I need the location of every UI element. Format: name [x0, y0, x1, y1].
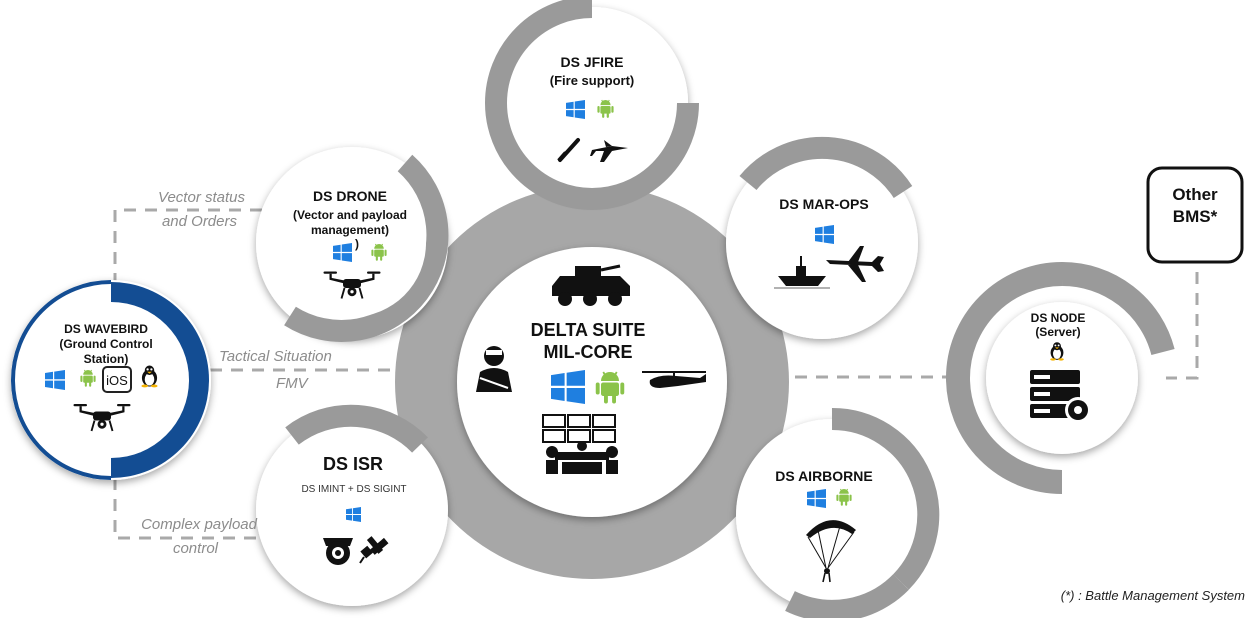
satellite-icon	[359, 536, 389, 564]
drone-title: DS DRONE	[313, 188, 387, 204]
boat-icon	[774, 256, 830, 289]
label-control: control	[173, 540, 219, 557]
node-wavebird[interactable]: DS WAVEBIRD (Ground Control Station) iOS	[11, 280, 211, 480]
label-complex-payload: Complex payload	[141, 516, 258, 533]
node-title: DS NODE	[1031, 311, 1086, 325]
ios-icon: iOS	[102, 366, 132, 393]
node-airborne[interactable]: DS AIRBORNE	[736, 407, 940, 618]
label-tactical-situation: Tactical Situation	[219, 348, 332, 365]
label-and-orders: and Orders	[162, 213, 238, 230]
parachute-icon	[806, 520, 856, 583]
label-vector-status: Vector status	[158, 189, 245, 206]
node-subtitle: (Server)	[1035, 325, 1080, 339]
other-bms-line1: Other	[1172, 185, 1218, 204]
label-fmv: FMV	[276, 375, 310, 392]
drone-subtitle-1: (Vector and payload	[293, 208, 407, 222]
wavebird-title: DS WAVEBIRD	[64, 322, 148, 336]
helicopter-icon	[642, 371, 706, 388]
other-bms-line2: BMS*	[1173, 207, 1218, 226]
isr-title: DS ISR	[323, 454, 383, 474]
center-title-1: DELTA SUITE	[531, 320, 646, 340]
camera-icon	[323, 538, 353, 565]
airborne-title: DS AIRBORNE	[775, 468, 873, 484]
connector-lines	[113, 208, 1199, 540]
center-content: DELTA SUITE MIL-CORE	[476, 264, 706, 474]
node-jfire[interactable]: DS JFIRE (Fire support)	[485, 0, 699, 210]
jfire-title: DS JFIRE	[560, 54, 623, 70]
ios-label: iOS	[106, 373, 128, 388]
center-title-2: MIL-CORE	[544, 342, 633, 362]
server-icon	[1030, 370, 1091, 423]
other-bms-box[interactable]: Other BMS*	[1146, 166, 1244, 264]
footnote: (*) : Battle Management System	[1061, 588, 1245, 603]
isr-subtitle: DS IMINT + DS SIGINT	[301, 484, 406, 495]
soldier-icon	[476, 346, 512, 392]
node-marops[interactable]: DS MAR-OPS	[726, 136, 918, 339]
uav-plane-icon	[826, 246, 884, 282]
armored-vehicle-icon	[552, 264, 630, 306]
marops-title: DS MAR-OPS	[779, 196, 868, 212]
center-hub	[395, 185, 789, 579]
drone-stray-paren: )	[355, 237, 359, 251]
drone-subtitle-2: management)	[311, 223, 389, 237]
wavebird-subtitle-1: (Ground Control	[59, 337, 152, 351]
node-server[interactable]: DS NODE (Server)	[946, 261, 1175, 494]
mortar-icon	[557, 138, 580, 162]
command-center-icon	[542, 414, 618, 474]
jfire-subtitle: (Fire support)	[550, 73, 635, 88]
node-drone[interactable]: DS DRONE (Vector and payload management)…	[256, 147, 450, 342]
fighter-jet-icon	[590, 140, 628, 162]
node-isr[interactable]: DS ISR DS IMINT + DS SIGINT	[256, 404, 448, 606]
wavebird-subtitle-2: Station)	[84, 352, 129, 366]
